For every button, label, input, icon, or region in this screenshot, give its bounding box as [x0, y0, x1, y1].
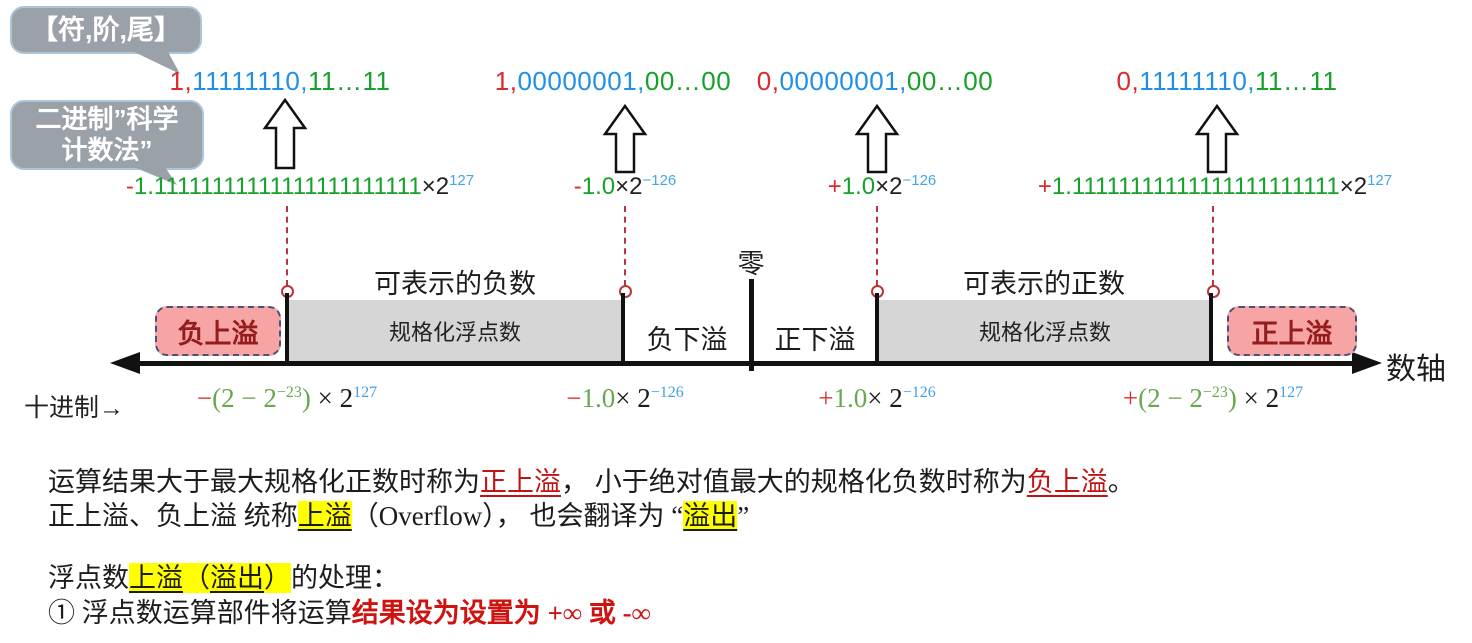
binary-label-neg-max: 1,11111110,11…11	[169, 66, 391, 96]
decimal-value-pos-min: +1.0× 2−126	[818, 383, 936, 413]
axis-tick-zero	[749, 279, 754, 371]
callout-tail-icon	[119, 161, 177, 185]
exponent-bits: 11111110	[192, 66, 301, 96]
paragraph-overflow-handling-title: 浮点数上溢（溢出）的处理：	[48, 563, 399, 593]
mantissa-bits: 00…00	[644, 66, 732, 96]
sign-bit: 0	[1116, 66, 1132, 96]
neg-overflow-term: 负上溢	[1026, 467, 1108, 497]
overflow-term-highlight: 上溢	[297, 501, 352, 531]
normalized-label: 规格化浮点数	[388, 319, 521, 345]
axis-tick	[285, 293, 289, 361]
mantissa-bits: 00…00	[906, 66, 994, 96]
sign-bit: 1	[169, 66, 185, 96]
pos-overflow-term: 正上溢	[480, 467, 561, 497]
binary-label-pos-min: 0,00000001,00…00	[756, 66, 994, 96]
decimal-value-pos-max: +(2 − 2−23) × 2127	[1122, 383, 1304, 413]
dashed-connector	[624, 206, 626, 286]
normalized-label: 规格化浮点数	[978, 319, 1111, 345]
sci-notation-neg-max: -1.11111111111111111111111×2127	[125, 172, 475, 200]
exponent-bits: 11111110	[1139, 66, 1248, 96]
normalized-region-negative: 规格化浮点数	[289, 300, 621, 361]
pos-region-title: 可表示的正数	[963, 269, 1125, 299]
neg-underflow-label: 负下溢	[646, 325, 728, 355]
exponent-bits: 00000001	[517, 66, 638, 96]
decimal-prefix-label: 十进制→	[24, 394, 125, 422]
mantissa-bits: 11…11	[308, 66, 391, 96]
up-arrow-icon	[262, 98, 308, 170]
infinity-result-text: 结果设为设置为 +∞ 或 -∞	[351, 598, 651, 628]
sci-notation-pos-min: +1.0×2−126	[827, 172, 937, 200]
pos-underflow-label: 正下溢	[774, 325, 856, 355]
normalized-region-positive: 规格化浮点数	[879, 300, 1211, 361]
spill-term-highlight: 溢出	[683, 501, 738, 531]
up-arrow-icon	[854, 104, 900, 174]
axis-arrow-left-icon	[110, 352, 140, 374]
decimal-value-neg-max: −(2 − 2−23) × 2127	[196, 383, 378, 413]
callout-notation-line1: 二进制”科学	[35, 104, 179, 134]
zero-label: 零	[737, 249, 765, 279]
callout-notation-line2: 计数法”	[61, 135, 153, 165]
axis-tick	[875, 293, 879, 361]
callout-tail-icon	[126, 48, 180, 74]
up-arrow-icon	[602, 104, 648, 174]
paragraph-overflow-definition: 运算结果大于最大规格化正数时称为正上溢， 小于绝对值最大的规格化负数时称为负上溢…	[48, 467, 1135, 497]
callout-sign-exp-mantissa: 【符,阶,尾】	[10, 6, 202, 54]
sign-bit: 1	[494, 66, 510, 96]
axis-tick	[1209, 293, 1213, 361]
axis-arrow-right-icon	[1352, 352, 1382, 374]
positive-overflow-badge: 正上溢	[1227, 306, 1357, 356]
number-axis-line	[138, 361, 1354, 366]
neg-region-title: 可表示的负数	[374, 269, 536, 299]
axis-name-label: 数轴	[1386, 353, 1446, 386]
negative-overflow-badge: 负上溢	[155, 306, 281, 356]
mantissa-bits: 11…11	[1255, 66, 1338, 96]
dashed-connector	[876, 206, 878, 286]
paragraph-overflow-naming: 正上溢、负上溢 统称上溢（Overflow）， 也会翻译为 “溢出”	[48, 501, 750, 531]
sci-notation-neg-min: -1.0×2−126	[573, 172, 677, 200]
axis-tick	[621, 293, 625, 361]
callout-fields-label: 【符,阶,尾】	[30, 15, 181, 45]
dashed-connector	[1212, 206, 1214, 286]
decimal-value-neg-min: −1.0× 2−126	[566, 383, 684, 413]
dashed-connector	[286, 206, 288, 286]
binary-label-neg-min: 1,00000001,00…00	[494, 66, 732, 96]
binary-label-pos-max: 0,11111110,11…11	[1116, 66, 1338, 96]
up-arrow-icon	[1194, 104, 1240, 174]
callout-binary-scientific-notation: 二进制”科学 计数法”	[10, 100, 204, 170]
sci-notation-pos-max: +1.11111111111111111111111×2127	[1037, 172, 1393, 200]
paragraph-overflow-handling-step1: ① 浮点数运算部件将运算结果设为设置为 +∞ 或 -∞	[48, 598, 651, 628]
exponent-bits: 00000001	[779, 66, 900, 96]
sign-bit: 0	[756, 66, 772, 96]
